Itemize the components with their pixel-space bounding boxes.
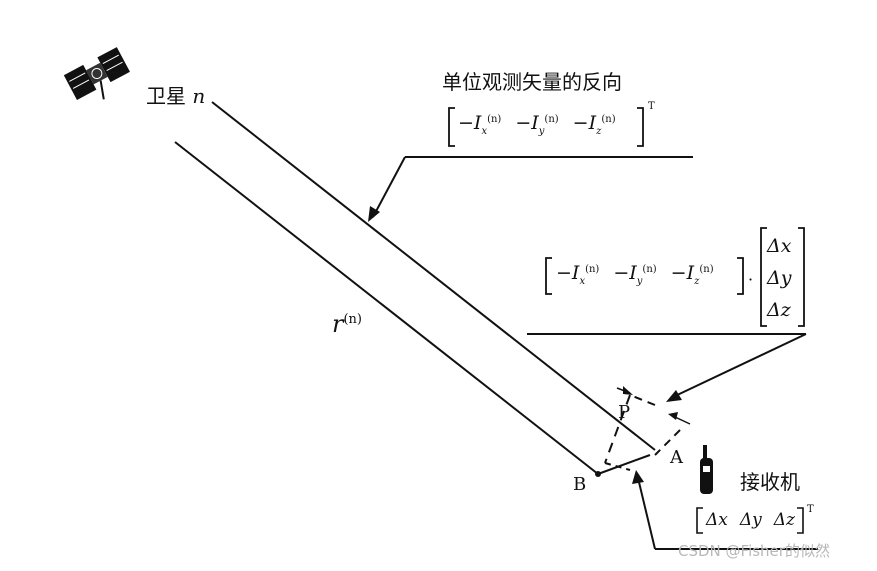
dash-4 — [604, 462, 631, 471]
range-line-r — [174, 141, 599, 475]
leader-top-arrow-line — [372, 156, 406, 218]
delta-row-z: Δz — [773, 510, 795, 530]
arrow-head-top — [368, 206, 380, 222]
top-vector-transpose: T — [648, 101, 655, 112]
dash-3 — [654, 429, 681, 456]
vector-BA — [597, 454, 651, 475]
delta-row-transpose: T — [807, 504, 814, 515]
bracket-col-left — [760, 227, 767, 327]
mid-vec-y: −Iy(n) — [613, 262, 657, 287]
bracket-top-left — [448, 107, 455, 147]
delta-column: Δx Δy Δz — [767, 230, 791, 326]
receiver-label: 接收机 — [740, 470, 800, 494]
point-B — [595, 471, 601, 477]
bracket-mid-left — [545, 257, 552, 295]
dim-arrow-right — [674, 416, 691, 425]
top-vec-y: −Iy(n) — [515, 112, 559, 137]
delta-x: Δx — [767, 235, 792, 257]
top-vec-z: −Iz(n) — [572, 112, 616, 137]
delta-z: Δz — [767, 299, 791, 321]
delta-row-y: Δy — [739, 510, 762, 530]
range-label-r: r — [332, 310, 344, 338]
delta-row: Δx Δy Δz — [706, 510, 795, 530]
top-vec-x: −Ix(n) — [458, 112, 502, 137]
label-B: B — [573, 474, 587, 495]
dash-2 — [629, 394, 656, 406]
delta-row-x: Δx — [706, 510, 728, 530]
bracket-col-right — [798, 227, 805, 327]
bracket-bot-right — [797, 507, 804, 534]
bracket-mid-right — [737, 257, 744, 295]
upper-line — [211, 101, 656, 451]
mid-vec-x: −Ix(n) — [556, 262, 600, 287]
dim-arrow-right-head — [668, 412, 678, 420]
satellite-label-text: 卫星 — [146, 84, 186, 108]
arrow-head-bottom — [632, 470, 644, 484]
delta-y: Δy — [767, 267, 792, 289]
mid-vector: −Ix(n) −Iy(n) −Iz(n) — [556, 262, 714, 287]
label-P: P — [618, 402, 631, 423]
satellite-index: n — [192, 84, 206, 108]
reverse-vector-title: 单位观测矢量的反向 — [442, 70, 622, 94]
arrow-head-mid — [666, 390, 682, 402]
satellite-icon — [63, 47, 130, 100]
range-label: r(n) — [332, 310, 362, 338]
satellite-label: 卫星 n — [146, 80, 205, 109]
mid-vec-z: −Iz(n) — [670, 262, 714, 287]
range-label-sup: (n) — [343, 312, 363, 327]
bracket-top-right — [637, 107, 644, 147]
receiver-icon — [700, 445, 713, 494]
dash-1 — [604, 394, 631, 464]
label-A: A — [670, 447, 683, 468]
dot-operator: · — [748, 270, 754, 289]
watermark: CSDN @Fisher的似然 — [678, 542, 830, 560]
bracket-bot-left — [696, 507, 703, 534]
leader-bottom-v — [637, 477, 656, 550]
leader-mid-arrow-line — [672, 333, 807, 398]
dim-arrow-left-head — [623, 386, 633, 395]
top-vector: −Ix(n) −Iy(n) −Iz(n) — [458, 112, 616, 137]
